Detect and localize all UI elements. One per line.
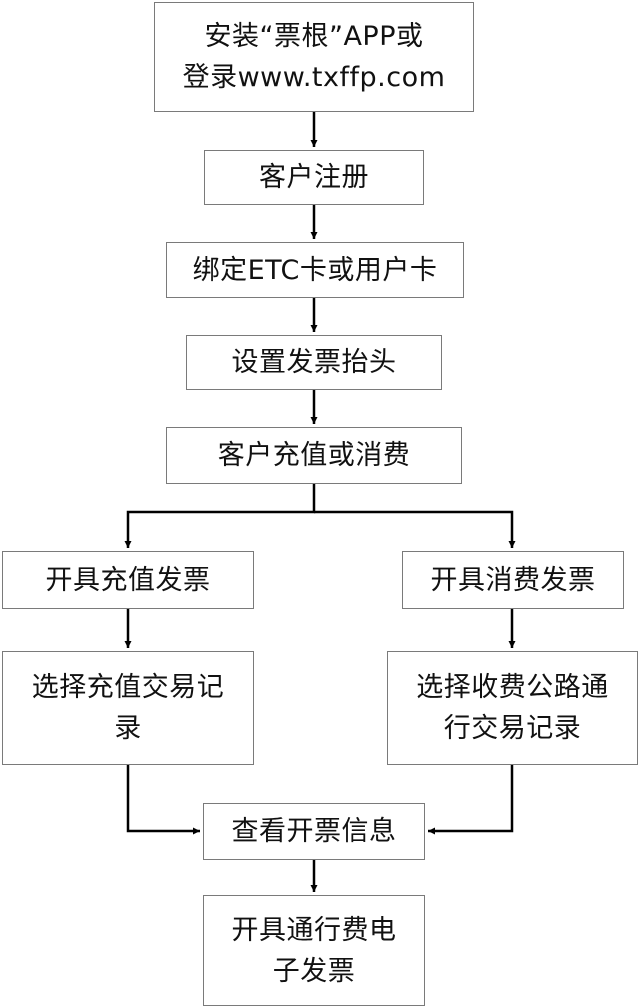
merge-connector-left	[126, 765, 200, 835]
split-connector-right	[314, 510, 516, 548]
issue-recharge-invoice-box: 开具充值发票	[2, 551, 254, 609]
view-invoice-info-label: 查看开票信息	[231, 816, 397, 847]
set-header-box: 设置发票抬头	[186, 335, 442, 390]
issue-consume-invoice-label: 开具消费发票	[430, 564, 596, 596]
select-recharge-record-box: 选择充值交易记 录	[2, 651, 254, 765]
select-toll-record-line-2: 行交易记录	[443, 713, 582, 744]
recharge-or-consume-box: 客户充值或消费	[166, 427, 462, 484]
install-app-box: 安装“票根”APP或 登录www.txffp.com	[154, 2, 474, 112]
issue-e-invoice-line-1: 开具通行费电	[231, 914, 397, 946]
install-app-line-1: 安装“票根”APP或	[204, 21, 424, 52]
select-recharge-record-line-2: 录	[114, 713, 142, 744]
register-box: 客户注册	[204, 150, 424, 205]
view-invoice-info-box: 查看开票信息	[203, 803, 425, 860]
set-header-label: 设置发票抬头	[231, 347, 397, 378]
recharge-or-consume-label: 客户充值或消费	[217, 440, 411, 471]
bind-card-box: 绑定ETC卡或用户卡	[166, 242, 464, 298]
register-label: 客户注册	[259, 162, 369, 193]
select-toll-record-box: 选择收费公路通 行交易记录	[387, 651, 638, 765]
issue-e-invoice-line-2: 子发票	[272, 955, 356, 987]
issue-consume-invoice-box: 开具消费发票	[402, 551, 624, 609]
select-toll-record-line-1: 选择收费公路通	[416, 672, 609, 703]
issue-e-invoice-box: 开具通行费电 子发票	[203, 895, 425, 1006]
install-app-line-2: 登录www.txffp.com	[182, 62, 446, 93]
bind-card-label: 绑定ETC卡或用户卡	[192, 254, 438, 286]
merge-connector-right	[428, 765, 514, 835]
issue-recharge-invoice-label: 开具充值发票	[45, 564, 211, 596]
select-recharge-record-line-1: 选择充值交易记	[31, 672, 225, 703]
split-connector	[124, 484, 316, 548]
